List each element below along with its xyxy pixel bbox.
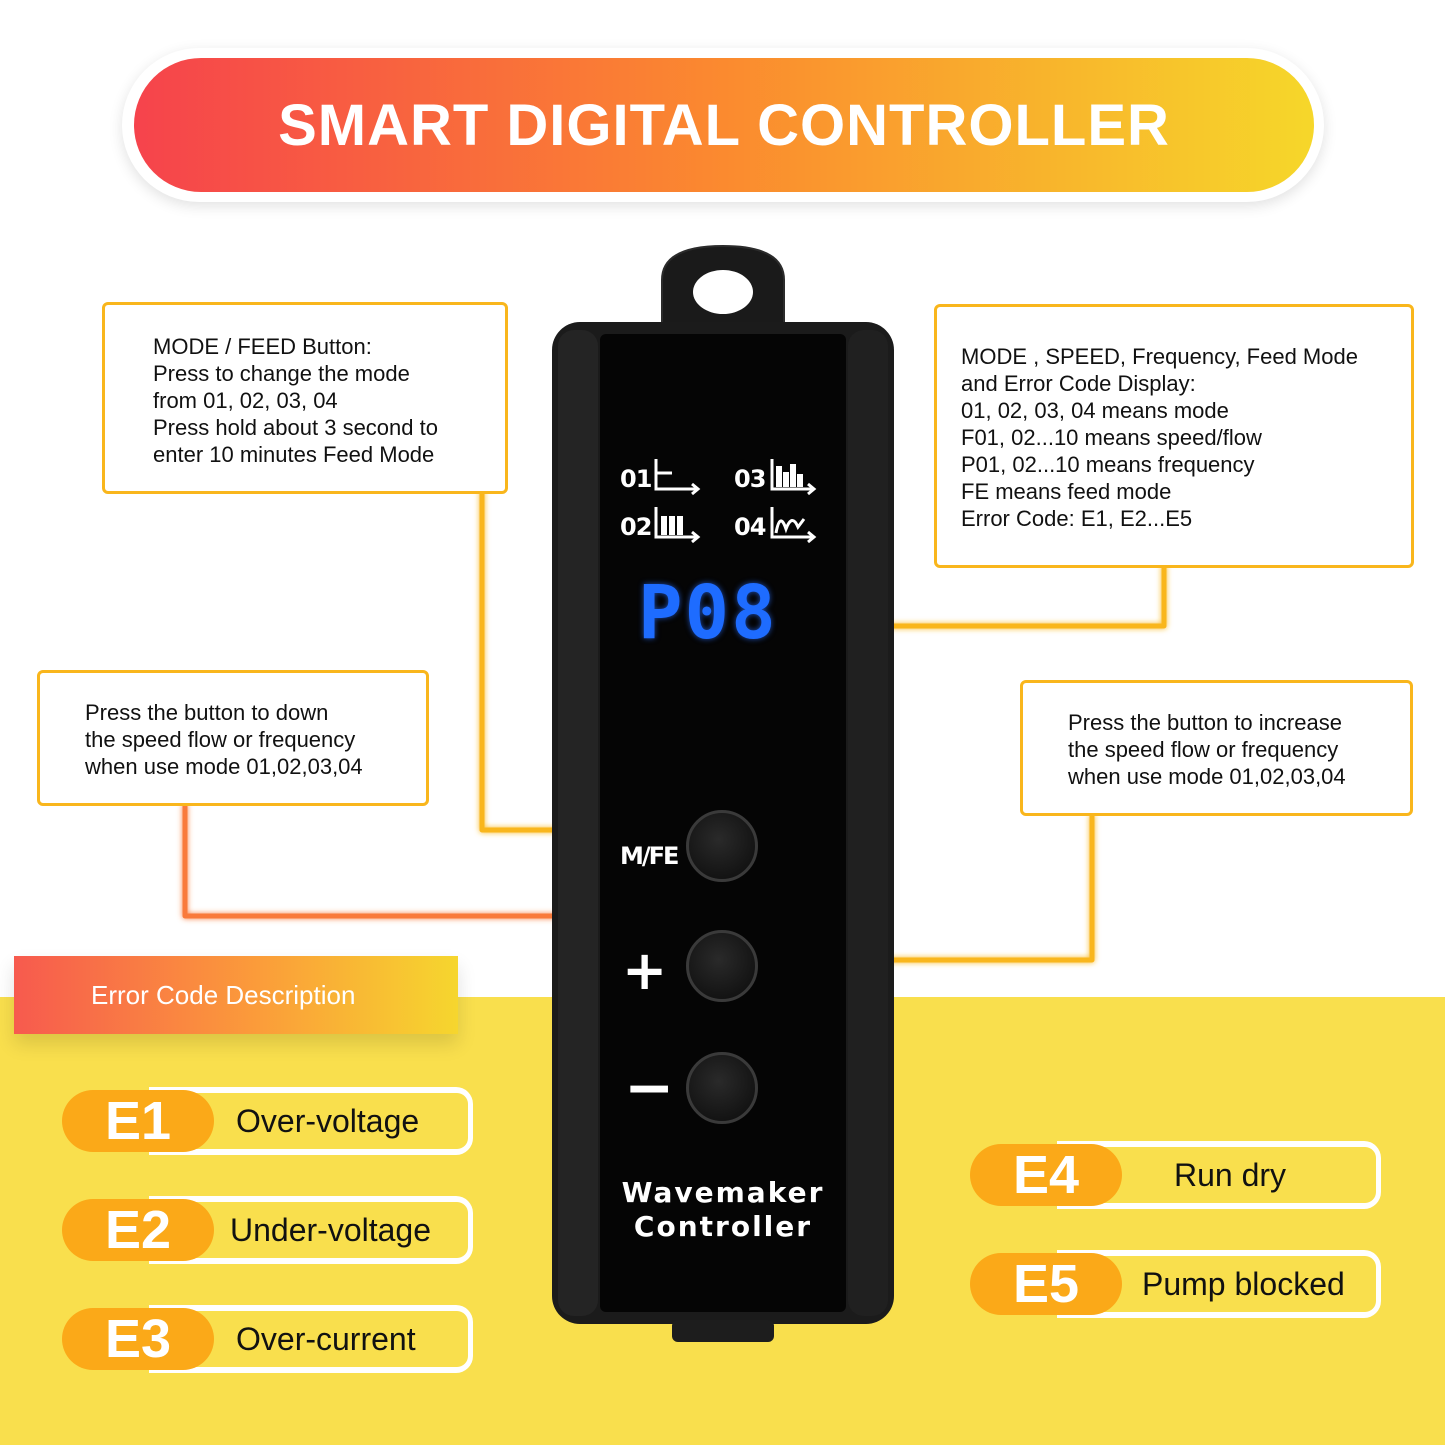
mode-feed-callout: MODE / FEED Button: Press to change the … bbox=[102, 302, 508, 494]
error-description: Run dry bbox=[1174, 1156, 1287, 1193]
error-code-badge: E2 bbox=[62, 1199, 214, 1261]
gradual-wave-icon bbox=[770, 507, 817, 544]
callout-line: the speed flow or frequency bbox=[1068, 737, 1339, 762]
callout-line: Press to change the mode bbox=[153, 361, 410, 386]
plus-symbol: + bbox=[622, 939, 668, 1002]
brand-line-2: Controller bbox=[633, 1210, 813, 1243]
callout-line: Error Code: E1, E2...E5 bbox=[961, 506, 1193, 531]
mode-04-label: 04 bbox=[734, 513, 766, 541]
error-row-e3: E3 Over-current bbox=[62, 1308, 472, 1370]
callout-line: from 01, 02, 03, 04 bbox=[153, 388, 338, 413]
error-row-e4: E4 Run dry bbox=[970, 1144, 1380, 1206]
callout-line: Press hold about 3 second to bbox=[153, 415, 438, 440]
callout-line: 01, 02, 03, 04 means mode bbox=[961, 398, 1229, 423]
down-button-callout: Press the button to down the speed flow … bbox=[37, 670, 429, 806]
brand-label: Wavemaker Controller bbox=[600, 1176, 846, 1244]
constant-flow-icon bbox=[654, 459, 701, 496]
minus-button[interactable] bbox=[686, 1052, 758, 1124]
callout-line: FE means feed mode bbox=[961, 479, 1172, 504]
error-description: Over-voltage bbox=[236, 1102, 420, 1139]
error-code-badge: E5 bbox=[970, 1253, 1122, 1315]
error-code-badge: E1 bbox=[62, 1090, 214, 1152]
callout-line: when use mode 01,02,03,04 bbox=[1068, 764, 1346, 789]
callout-line: F01, 02...10 means speed/flow bbox=[961, 425, 1262, 450]
callout-line: Press the button to down bbox=[85, 700, 329, 725]
display-callout: MODE , SPEED, Frequency, Feed Mode and E… bbox=[934, 304, 1414, 568]
callout-line: when use mode 01,02,03,04 bbox=[85, 754, 363, 779]
mode-02-label: 02 bbox=[620, 513, 652, 541]
error-code-header-text: Error Code Description bbox=[91, 979, 356, 1010]
error-code-header: Error Code Description bbox=[14, 956, 458, 1034]
error-row-e5: E5 Pump blocked bbox=[970, 1253, 1380, 1315]
callout-line: Press the button to increase bbox=[1068, 710, 1342, 735]
lcd-display: P08 bbox=[638, 570, 778, 656]
callout-line: MODE , SPEED, Frequency, Feed Mode bbox=[961, 344, 1358, 369]
mode-feed-button[interactable] bbox=[686, 810, 758, 882]
error-description: Over-current bbox=[236, 1320, 416, 1357]
error-description: Pump blocked bbox=[1142, 1265, 1345, 1302]
pulse-wave-icon bbox=[654, 507, 701, 544]
callout-line: MODE / FEED Button: bbox=[153, 334, 372, 359]
error-code-badge: E4 bbox=[970, 1144, 1122, 1206]
up-button-callout: Press the button to increase the speed f… bbox=[1020, 680, 1413, 816]
error-row-e2: E2 Under-voltage bbox=[62, 1199, 472, 1261]
mode-03-label: 03 bbox=[734, 465, 766, 493]
cable-stub bbox=[672, 1320, 774, 1342]
error-row-e1: E1 Over-voltage bbox=[62, 1090, 472, 1152]
callout-line: enter 10 minutes Feed Mode bbox=[153, 442, 435, 467]
plus-button[interactable] bbox=[686, 930, 758, 1002]
callout-line: P01, 02...10 means frequency bbox=[961, 452, 1255, 477]
brand-line-1: Wavemaker bbox=[621, 1176, 825, 1209]
title-banner: SMART DIGITAL CONTROLLER bbox=[134, 58, 1314, 192]
error-code-badge: E3 bbox=[62, 1308, 214, 1370]
callout-line: and Error Code Display: bbox=[961, 371, 1196, 396]
mode-feed-symbol: M/FE bbox=[620, 842, 679, 870]
callout-line: the speed flow or frequency bbox=[85, 727, 356, 752]
error-description: Under-voltage bbox=[230, 1211, 431, 1248]
display-connector bbox=[819, 563, 1167, 629]
page-title: SMART DIGITAL CONTROLLER bbox=[278, 92, 1170, 158]
mode-01-label: 01 bbox=[620, 465, 652, 493]
minus-symbol: − bbox=[624, 1053, 675, 1123]
random-wave-icon bbox=[770, 459, 817, 496]
